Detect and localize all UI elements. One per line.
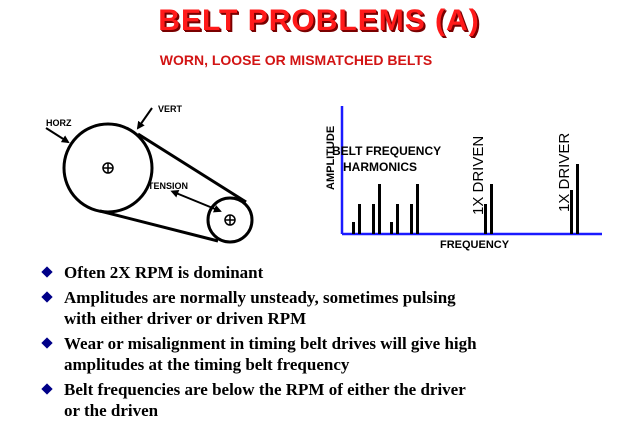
driven-peak-label: 1X DRIVEN — [470, 136, 487, 215]
bullet-item: Belt frequencies are below the RPM of ei… — [40, 379, 630, 421]
y-axis-label: AMPLITUDE — [325, 126, 337, 190]
spectrum-bar — [378, 184, 381, 234]
slide-subtitle: WORN, LOOSE OR MISMATCHED BELTS — [159, 52, 433, 68]
slide-title: BELT PROBLEMS (A) — [158, 4, 480, 37]
driver-peak-bar — [576, 164, 579, 234]
bullet-text: Wear or misalignment in timing belt driv… — [64, 334, 477, 353]
bullet-text-cont: or the driven — [64, 401, 159, 420]
bullet-text-cont: with either driver or driven RPM — [64, 309, 307, 328]
vibration-spectrum: AMPLITUDE FREQUENCY BELT FREQUENCY HARMO… — [325, 106, 602, 251]
spectrum-bar — [416, 184, 419, 234]
spectrum-bar — [390, 222, 393, 234]
spectrum-bar — [358, 204, 361, 234]
horz-label: HORZ — [46, 118, 72, 128]
spectrum-bar — [352, 222, 355, 234]
harmonics-label: HARMONICS — [343, 160, 417, 174]
diamond-bullet-icon — [41, 383, 53, 395]
belt-drive-diagram: HORZ VERT TENSION — [45, 104, 254, 244]
bullet-item: Amplitudes are normally unsteady, someti… — [40, 287, 630, 329]
bullet-text: Amplitudes are normally unsteady, someti… — [64, 288, 456, 307]
spectrum-bar — [410, 204, 413, 234]
spectrum-bar — [372, 204, 375, 234]
bullet-text: Often 2X RPM is dominant — [64, 263, 264, 282]
diamond-bullet-icon — [41, 291, 53, 303]
tension-arrow-icon — [170, 190, 222, 213]
diamond-bullet-icon — [41, 337, 53, 349]
bullet-text-cont: amplitudes at the timing belt frequency — [64, 355, 350, 374]
belt-top — [137, 132, 247, 204]
vert-label: VERT — [158, 104, 183, 114]
bullet-item: Often 2X RPM is dominant — [40, 262, 630, 283]
tension-label: TENSION — [148, 181, 188, 191]
horz-arrow-icon — [45, 127, 70, 144]
bullet-text: Belt frequencies are below the RPM of ei… — [64, 380, 466, 399]
driver-peak-bar — [570, 190, 573, 234]
bullet-list: Often 2X RPM is dominant Amplitudes are … — [40, 262, 630, 425]
driver-peak-label: 1X DRIVER — [556, 133, 573, 212]
driven-peak-bar — [484, 204, 487, 234]
x-axis-label: FREQUENCY — [440, 239, 510, 251]
belt-frequency-label: BELT FREQUENCY — [332, 144, 441, 158]
spectrum-bar — [396, 204, 399, 234]
belt-bottom — [99, 209, 219, 243]
bullet-item: Wear or misalignment in timing belt driv… — [40, 333, 630, 375]
driven-peak-bar — [490, 184, 493, 234]
diamond-bullet-icon — [41, 266, 53, 278]
vert-arrow-icon — [136, 107, 153, 130]
